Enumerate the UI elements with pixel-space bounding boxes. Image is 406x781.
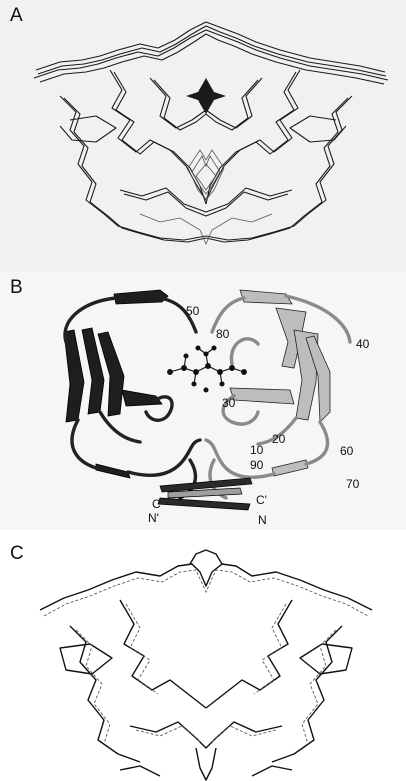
panel-b: B xyxy=(0,272,406,530)
terminus-label-n-prime: N' xyxy=(148,512,159,524)
residue-label-90: 90 xyxy=(250,459,263,471)
residue-label-60: 60 xyxy=(340,445,353,457)
ribbon-diagram xyxy=(0,272,406,530)
residue-label-10: 10 xyxy=(250,444,263,456)
backbone-trace-overlay xyxy=(0,530,406,781)
terminus-label-n: N xyxy=(258,514,267,526)
residue-label-70: 70 xyxy=(346,478,359,490)
residue-label-50: 50 xyxy=(186,305,199,317)
terminus-label-c: C xyxy=(152,498,161,510)
terminus-label-c-prime: C' xyxy=(256,494,267,506)
ligand-icon-b xyxy=(168,346,247,392)
residue-label-80: 80 xyxy=(216,328,229,340)
panel-c: C xyxy=(0,530,406,781)
ligand-icon-a xyxy=(186,78,226,114)
backbone-trace-ensemble xyxy=(0,0,406,272)
residue-label-40: 40 xyxy=(356,338,369,350)
residue-label-20: 20 xyxy=(272,433,285,445)
residue-label-30: 30 xyxy=(222,397,235,409)
panel-a: A xyxy=(0,0,406,272)
